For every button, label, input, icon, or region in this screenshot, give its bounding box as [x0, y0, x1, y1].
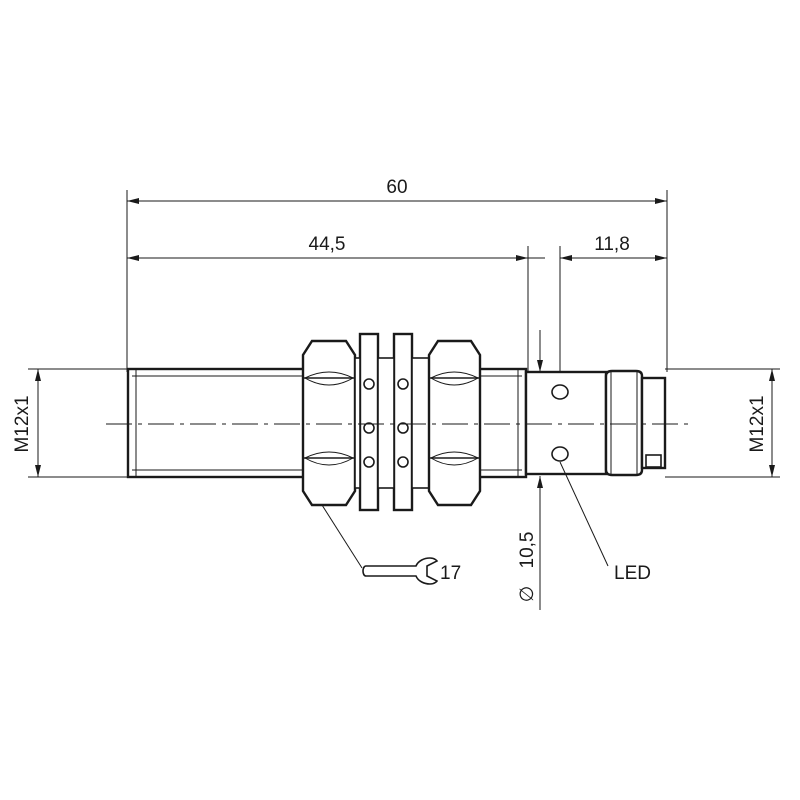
leader-lines — [321, 461, 609, 569]
hex-nut-right — [427, 339, 482, 507]
label-thread-length: 44,5 — [309, 234, 346, 255]
diameter-symbol: ∅ — [517, 586, 538, 603]
hex-nut-left — [301, 339, 357, 507]
label-thread-right: M12x1 — [747, 395, 768, 452]
label-thread-left: M12x1 — [12, 395, 33, 452]
connector-tip — [640, 376, 667, 470]
wrench-icon — [362, 557, 439, 585]
led-window-bottom — [551, 446, 569, 462]
dimension-lines — [35, 198, 775, 500]
sensor-body — [126, 332, 667, 512]
label-overall-length: 60 — [386, 177, 407, 198]
lock-washers — [354, 332, 430, 512]
label-wrench-size: 17 — [440, 563, 461, 584]
diameter-label-group: ∅ 10,5 — [517, 532, 538, 603]
label-head-length: 11,8 — [594, 234, 630, 255]
led-window-top — [551, 384, 569, 400]
connector — [604, 369, 644, 477]
label-led: LED — [614, 563, 651, 584]
label-diameter: 10,5 — [517, 532, 538, 569]
